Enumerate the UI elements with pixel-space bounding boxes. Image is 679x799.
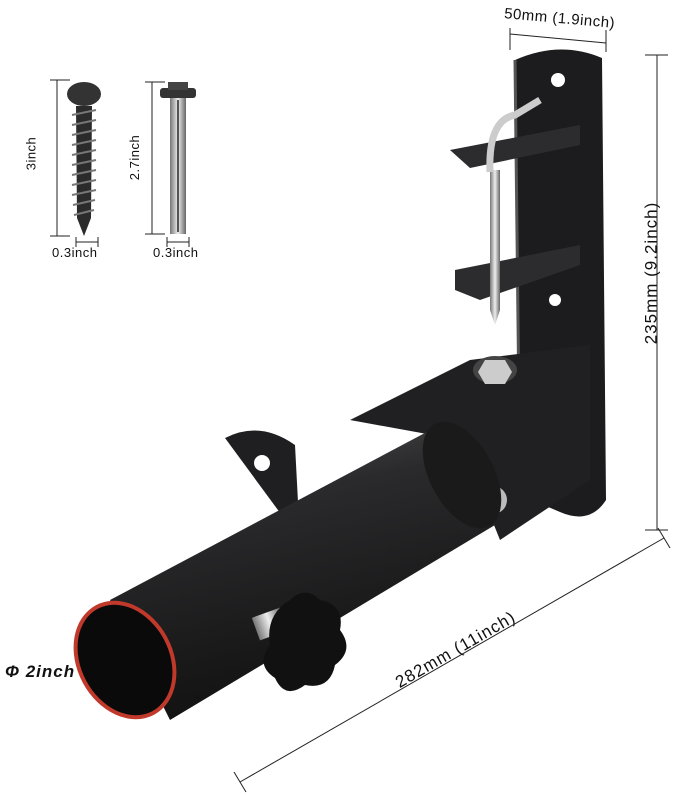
wood-screw [67, 82, 101, 236]
screw-length-label: 3inch [23, 136, 39, 171]
bolt-width-label: 0.3inch [153, 245, 199, 260]
bolt-length-label: 2.7inch [127, 134, 143, 181]
knob [251, 592, 347, 692]
screw-width-label: 0.3inch [52, 245, 98, 260]
dimension-lines [50, 28, 671, 793]
tube [73, 421, 502, 720]
plate-height-label: 235mm (9.2inch) [641, 201, 661, 345]
pin-bracket [450, 96, 580, 325]
tube-diameter-label: Φ 2inch [5, 662, 76, 681]
expansion-bolt [160, 82, 196, 234]
